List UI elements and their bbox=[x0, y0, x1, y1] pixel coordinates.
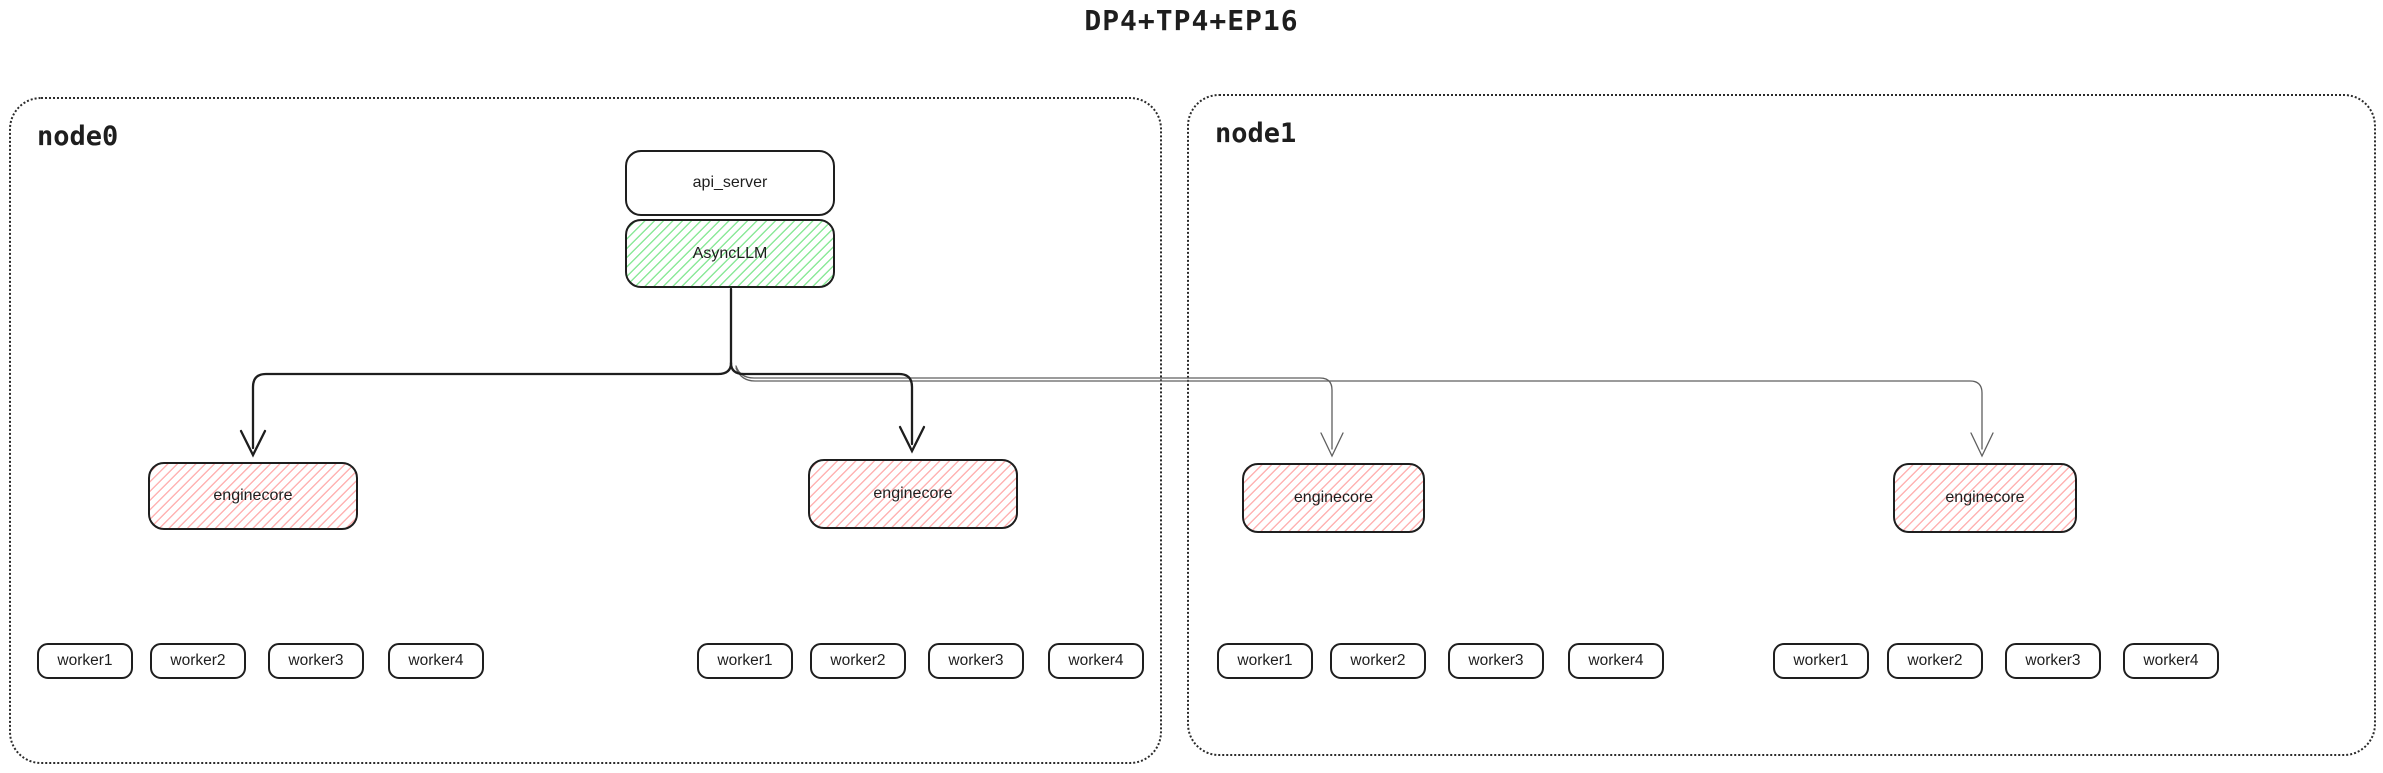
enginecore3-label: enginecore bbox=[1293, 489, 1374, 506]
asyncllm-label: AsyncLLM bbox=[692, 244, 768, 262]
node1-container: node1 bbox=[1187, 94, 2376, 756]
worker-label: worker3 bbox=[948, 652, 1004, 669]
group1-worker2: worker2 bbox=[150, 643, 246, 679]
group4-worker2: worker2 bbox=[1887, 643, 1983, 679]
group2-worker1: worker1 bbox=[697, 643, 793, 679]
group1-worker1: worker1 bbox=[37, 643, 133, 679]
worker-label: worker1 bbox=[57, 652, 113, 669]
arrow-asyncllm-to-enginecore4 bbox=[735, 367, 1994, 458]
group2-worker3: worker3 bbox=[928, 643, 1024, 679]
worker-label: worker3 bbox=[2025, 652, 2081, 669]
enginecore4-label: enginecore bbox=[1945, 489, 2025, 506]
arrow-asyncllm-to-enginecore3 bbox=[735, 365, 1344, 458]
enginecore3-box: enginecore bbox=[1242, 463, 1425, 533]
group3-worker4: worker4 bbox=[1568, 643, 1664, 679]
worker-label: worker1 bbox=[717, 652, 773, 669]
enginecore1-label: enginecore bbox=[213, 487, 293, 504]
enginecore2-label: enginecore bbox=[873, 485, 953, 502]
worker-label: worker1 bbox=[1793, 652, 1849, 669]
group3-worker1: worker1 bbox=[1217, 643, 1313, 679]
worker-label: worker2 bbox=[170, 652, 226, 669]
group2-worker4: worker4 bbox=[1048, 643, 1144, 679]
node0-container: node0 bbox=[9, 97, 1162, 764]
worker-label: worker4 bbox=[1588, 652, 1644, 669]
enginecore2-box: enginecore bbox=[808, 459, 1018, 529]
arrow-asyncllm-to-enginecore1 bbox=[239, 361, 733, 458]
worker-label: worker1 bbox=[1237, 652, 1293, 669]
worker-label: worker4 bbox=[408, 652, 464, 669]
enginecore4-box: enginecore bbox=[1893, 463, 2077, 533]
arrow-asyncllm-to-enginecore2 bbox=[729, 361, 926, 454]
enginecore1-box: enginecore bbox=[148, 462, 358, 530]
api-server-box: api_server bbox=[625, 150, 835, 216]
worker-label: worker3 bbox=[288, 652, 344, 669]
group4-worker3: worker3 bbox=[2005, 643, 2101, 679]
worker-label: worker3 bbox=[1468, 652, 1524, 669]
group2-worker2: worker2 bbox=[810, 643, 906, 679]
group1-worker4: worker4 bbox=[388, 643, 484, 679]
worker-label: worker4 bbox=[1068, 652, 1124, 669]
group3-worker2: worker2 bbox=[1330, 643, 1426, 679]
node0-label: node0 bbox=[37, 121, 119, 152]
diagram-title: DP4+TP4+EP16 bbox=[1084, 4, 1299, 37]
group3-worker3: worker3 bbox=[1448, 643, 1544, 679]
api-server-label: api_server bbox=[692, 174, 768, 191]
worker-label: worker2 bbox=[830, 652, 886, 669]
asyncllm-box: AsyncLLM bbox=[625, 219, 835, 288]
worker-label: worker2 bbox=[1907, 652, 1963, 669]
worker-label: worker2 bbox=[1350, 652, 1406, 669]
group4-worker4: worker4 bbox=[2123, 643, 2219, 679]
worker-label: worker4 bbox=[2143, 652, 2199, 669]
group4-worker1: worker1 bbox=[1773, 643, 1869, 679]
node1-label: node1 bbox=[1215, 118, 1297, 149]
group1-worker3: worker3 bbox=[268, 643, 364, 679]
